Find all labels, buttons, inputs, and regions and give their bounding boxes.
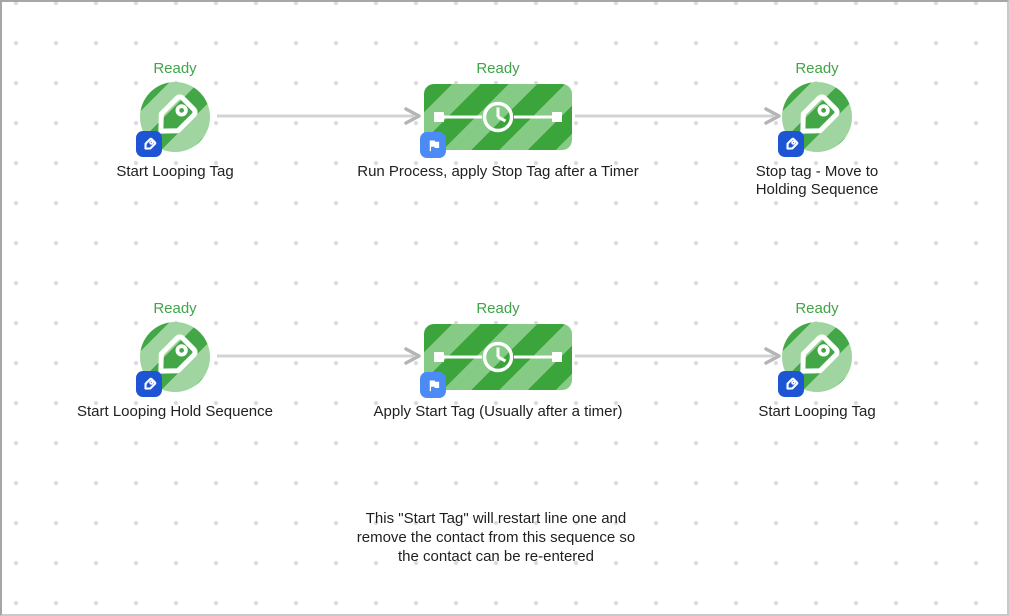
node-label: Start Looping Tag	[116, 163, 234, 180]
tag-icon	[800, 94, 840, 134]
node-status[interactable]: Ready	[153, 300, 197, 317]
tag-badge	[778, 131, 804, 157]
note-line: This "Start Tag" will restart line one a…	[365, 510, 627, 527]
node-stop-tag[interactable]	[782, 82, 852, 152]
tag-badge	[136, 371, 162, 397]
tag-badge	[778, 371, 804, 397]
tag-badge	[136, 131, 162, 157]
canvas-note[interactable]: This "Start Tag" will restart line one a…	[326, 509, 666, 566]
flag-badge	[420, 132, 446, 158]
node-status[interactable]: Ready	[476, 60, 520, 77]
tag-icon	[143, 137, 156, 150]
note-line: the contact can be re-entered	[398, 548, 594, 565]
node-label: Run Process, apply Stop Tag after a Time…	[357, 163, 639, 180]
tag-icon	[158, 94, 198, 134]
arrow-right-icon	[404, 107, 421, 125]
tag-icon	[143, 377, 156, 390]
node-label: Start Looping Tag	[758, 403, 876, 420]
node-label: Stop tag - Move to Holding Sequence	[755, 163, 879, 198]
tag-icon	[158, 334, 198, 374]
flag-badge	[420, 372, 446, 398]
node-label: Start Looping Hold Sequence	[77, 403, 273, 420]
flag-icon	[429, 380, 439, 391]
node-run-process-sequence[interactable]	[424, 84, 572, 150]
node-status[interactable]: Ready	[153, 60, 197, 77]
node-status[interactable]: Ready	[476, 300, 520, 317]
arrow-right-icon	[764, 347, 781, 365]
flag-icon	[429, 140, 439, 151]
clock-icon	[434, 341, 562, 373]
clock-icon	[434, 101, 562, 133]
tag-icon	[785, 137, 798, 150]
tag-icon	[800, 334, 840, 374]
node-apply-start-tag-sequence[interactable]	[424, 324, 572, 390]
node-status[interactable]: Ready	[795, 60, 839, 77]
arrow-right-icon	[404, 347, 421, 365]
note-line: remove the contact from this sequence so	[356, 529, 636, 546]
tag-icon	[785, 377, 798, 390]
arrow-right-icon	[764, 107, 781, 125]
node-label: Apply Start Tag (Usually after a timer)	[373, 403, 623, 420]
node-status[interactable]: Ready	[795, 300, 839, 317]
